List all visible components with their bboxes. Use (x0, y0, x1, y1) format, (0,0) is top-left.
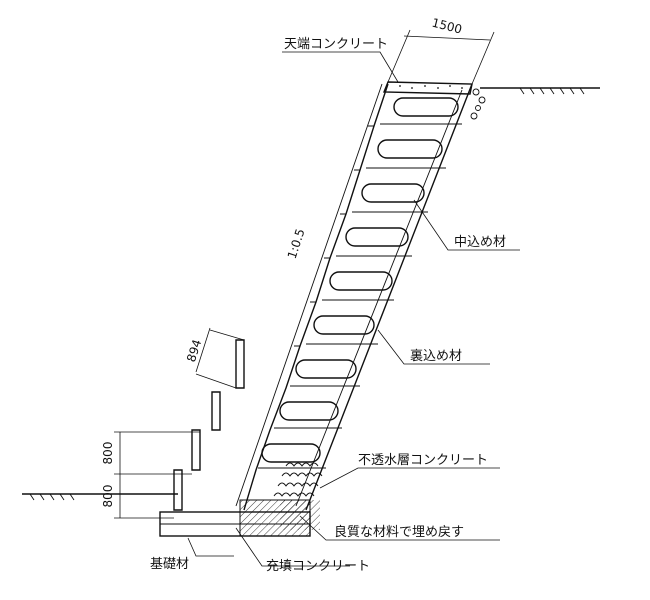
dimension-front-lower-label: 800 (101, 485, 115, 508)
crest-concrete-dots (399, 85, 463, 89)
good-backfill-area (280, 500, 320, 530)
dimension-top-width (387, 29, 495, 85)
impermeable-gravel (273, 462, 323, 497)
dimension-block-height-label: 894 (184, 338, 204, 364)
label-crest-concrete: 天端コンクリート (284, 37, 388, 52)
dimension-block-height (195, 327, 245, 389)
front-step-blocks (173, 339, 245, 511)
dimension-front-upper-label: 800 (101, 442, 115, 465)
leader-lines (187, 51, 520, 567)
label-impermeable-concrete: 不透水層コンクリート (358, 453, 488, 468)
dimension-top-width-label: 1500 (430, 16, 463, 37)
wall-front-face (235, 83, 389, 511)
slope-label: 1:0.5 (285, 227, 308, 261)
block-openings (261, 97, 459, 463)
label-backfill: 裏込め材 (410, 349, 462, 364)
label-infill: 中込め材 (454, 235, 506, 250)
crest-concrete (382, 81, 473, 95)
ground-line-bottom (22, 493, 178, 501)
label-foundation: 基礎材 (150, 557, 189, 572)
label-fill-concrete: 充填コンクリート (266, 558, 370, 574)
block-dividers (258, 123, 462, 469)
label-good-material: 良質な材料で埋め戻す (334, 524, 464, 540)
ground-line-top (480, 87, 600, 95)
gravel-top (470, 88, 486, 120)
dimension-front (114, 431, 200, 519)
wall-back-face (295, 83, 473, 511)
